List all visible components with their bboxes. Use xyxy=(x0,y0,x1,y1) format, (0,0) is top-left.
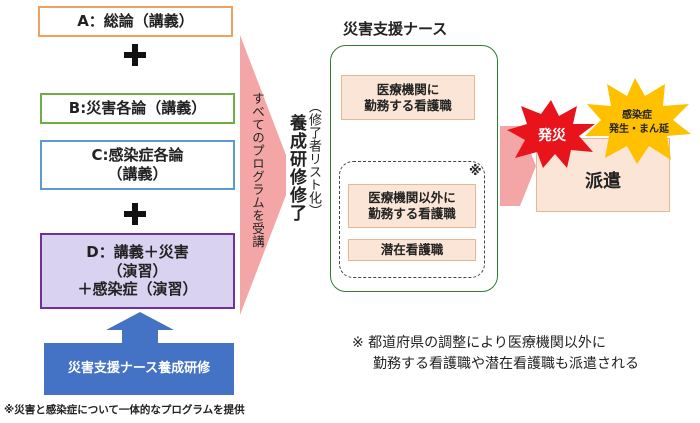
box-c-infection: C:感染症各論 （講義） xyxy=(40,140,235,190)
nurse-section-title: 災害支援ナース xyxy=(343,20,448,38)
disaster-burst-icon xyxy=(507,100,595,168)
box-a-general: A：総論（講義） xyxy=(38,6,233,37)
plus-icon-2-v xyxy=(132,203,138,225)
outside-mark: ※ xyxy=(469,164,482,179)
training-program-box: 災害支援ナース養成研修 xyxy=(44,343,234,395)
plus-icon-1-v xyxy=(132,44,138,66)
box-b-disaster: B:災害各論（講義） xyxy=(40,93,235,124)
up-arrow-icon xyxy=(106,312,174,344)
funnel-text: すべてのプログラムを受講 xyxy=(250,92,265,248)
training-program-label: 災害支援ナース養成研修 xyxy=(67,360,211,376)
note-right-line2: 勤務する看護職や潜在看護職も派遣される xyxy=(373,356,639,372)
box-c-line2: （講義） xyxy=(107,165,168,183)
note-right-line1: ※ 都道府県の調整により医療機関以外に xyxy=(352,335,606,351)
disaster-burst-label: 発災 xyxy=(538,128,566,144)
latent-nurse-box: 潜在看護職 xyxy=(348,239,476,261)
outside-nurse-line2: 勤務する看護職 xyxy=(368,206,456,221)
outside-dashed-group xyxy=(339,161,485,278)
hospital-nurse-line1: 医療機関に xyxy=(376,81,440,97)
box-d-line3: ＋感染症（演習） xyxy=(77,280,198,299)
completion-sub: （修了者リスト化） xyxy=(306,100,321,217)
infection-burst-line1: 感染症 xyxy=(622,110,652,121)
box-d-line2: （演習） xyxy=(107,261,168,280)
latent-nurse-label: 潜在看護職 xyxy=(380,242,444,258)
outside-nurse-box: 医療機関以外に 勤務する看護職 xyxy=(348,184,476,228)
box-d-practice: D：講義＋災害 （演習） ＋感染症（演習） xyxy=(40,233,235,309)
footnote-left: ※災害と感染症について一体的なプログラムを提供 xyxy=(4,404,245,416)
box-b-label: B:災害各論（講義） xyxy=(68,99,207,118)
hospital-nurse-box: 医療機関に 勤務する看護職 xyxy=(341,75,475,120)
infection-burst-line2: 発生・まん延 xyxy=(609,124,669,135)
funnel-shape xyxy=(240,35,286,315)
box-c-line1: C:感染症各論 xyxy=(91,146,184,165)
completion-main: 養成研修修了 xyxy=(286,114,306,222)
hospital-nurse-line2: 勤務する看護職 xyxy=(364,97,452,113)
outside-nurse-line1: 医療機関以外に xyxy=(368,190,456,206)
box-a-label: A：総論（講義） xyxy=(77,12,194,31)
box-d-line1: D：講義＋災害 xyxy=(86,242,189,261)
dispatch-box: 派遣 xyxy=(536,138,670,212)
dispatch-label: 派遣 xyxy=(585,170,621,192)
infection-burst-icon xyxy=(585,78,691,164)
